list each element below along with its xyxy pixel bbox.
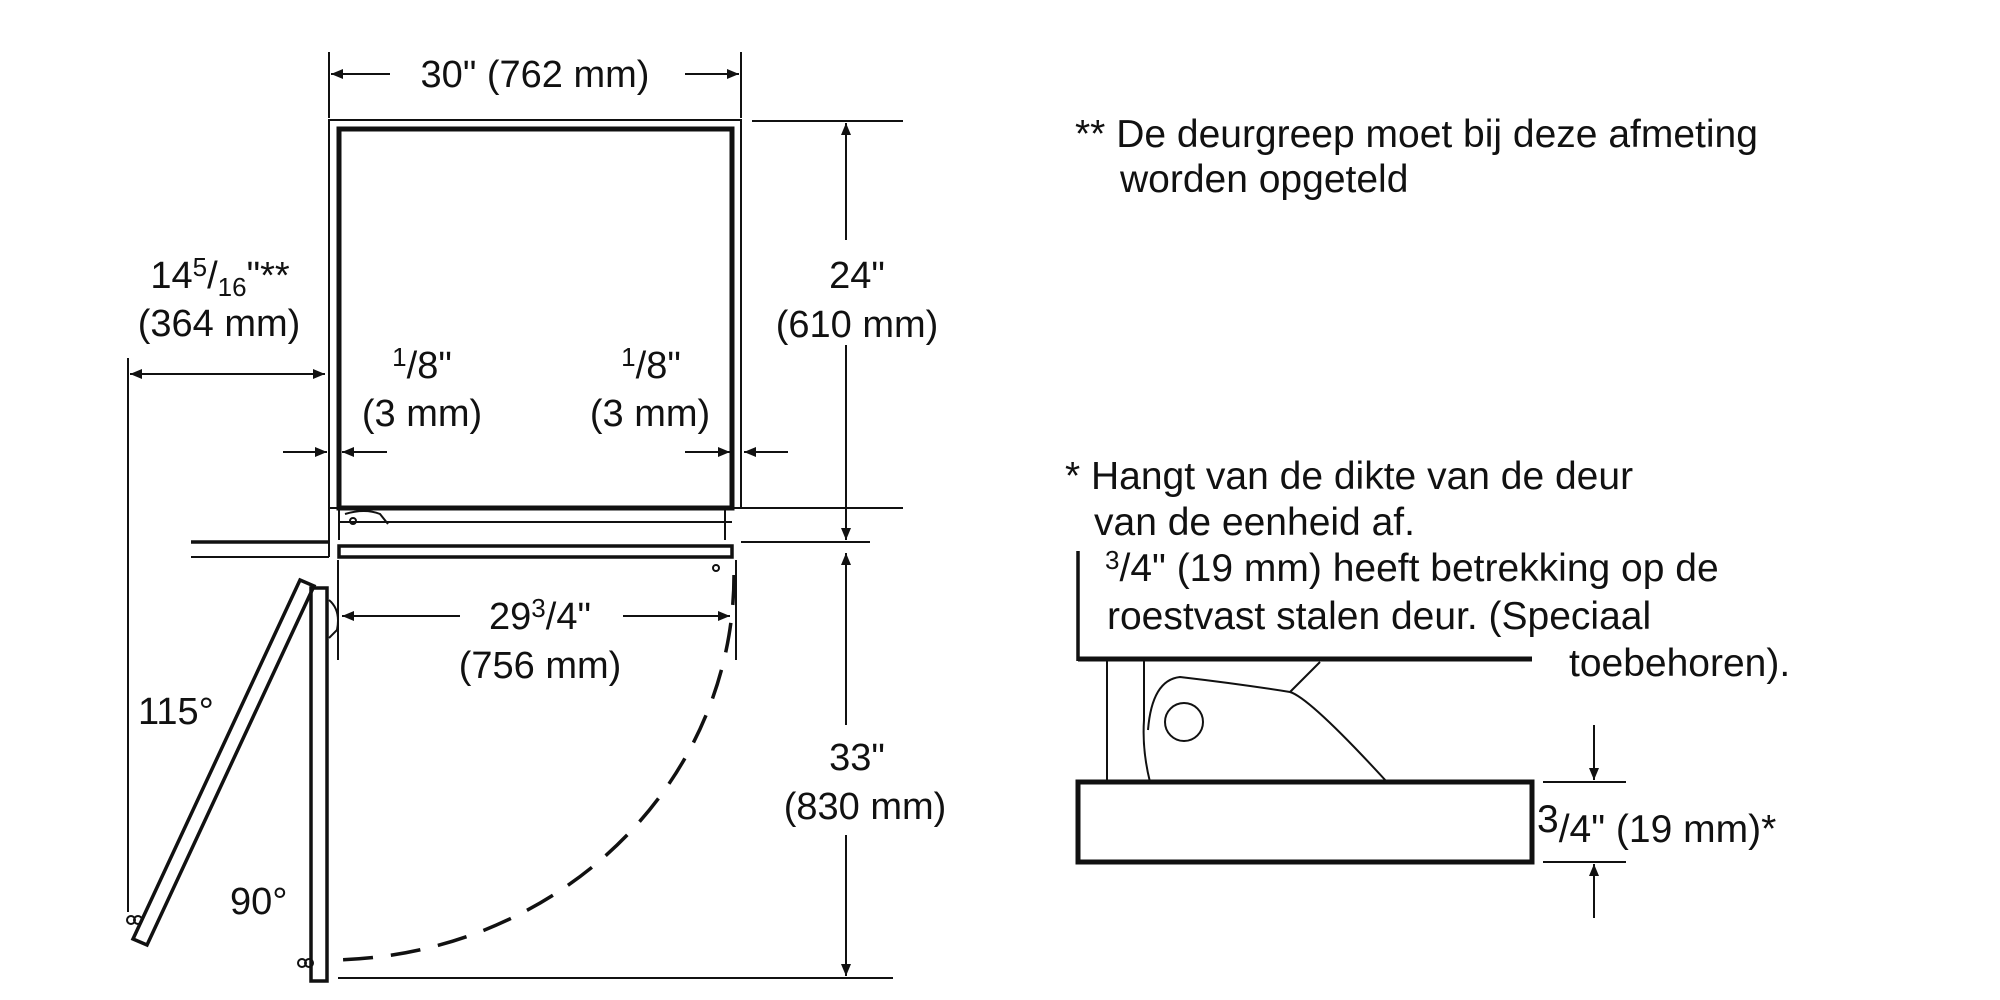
note-handle-line1: ** De deurgreep moet bij deze afmeting [1075,113,1758,156]
door-thickness-label: 3/4" (19 mm)* [1537,798,1776,851]
note-handle: ** De deurgreep moet bij deze afmeting w… [1075,113,1758,201]
dimension-side-clearance: 145/16"** (364 mm) [127,252,325,912]
angle-115-label: 115° [138,691,214,733]
width-total-label: 30" (762 mm) [421,54,650,96]
inner-width-metric: (756 mm) [459,645,622,687]
gap-left-metric: (3 mm) [362,393,482,435]
swing-depth-metric: (830 mm) [784,786,947,828]
hinge-detail: 3/4" (19 mm)* [1075,551,1776,918]
dimension-door-height: 24" (610 mm) [741,120,939,540]
dimension-swing-depth: 33" (830 mm) [338,553,947,979]
door-90-degrees [309,586,329,983]
door-panel [336,126,735,511]
hinge-pin [1164,702,1204,742]
note-thickness-line5: toebehoren). [1569,642,1790,685]
note-thickness-line1: * Hangt van de dikte van de deur [1065,455,1633,498]
dimension-gap-right: 1/8" (3 mm) [590,342,788,457]
dimension-gap-left: 1/8" (3 mm) [283,342,482,457]
angle-90-label: 90° [230,881,287,923]
bottom-rail [337,544,734,559]
cabinet-outline [328,119,742,509]
note-thickness-line2: van de eenheid af. [1094,501,1415,544]
cabinet-front-view [191,119,870,572]
hinge-icon [344,510,389,525]
hinge-bracket [1147,675,1388,783]
inner-width-imperial: 293/4" [489,593,591,638]
side-clearance-imperial: 145/16"** [150,252,290,302]
side-clearance-metric: (364 mm) [138,303,301,345]
door-swing-arc [329,574,736,962]
door-swing: 115° 90° [126,574,736,983]
gap-left-imperial: 1/8" [392,342,452,387]
swing-depth-imperial: 33" [829,737,885,779]
note-thickness-line4: roestvast stalen deur. (Speciaal [1107,595,1651,638]
note-thickness-line3: 3/4" (19 mm) heeft betrekking op de [1105,545,1719,590]
note-door-thickness: * Hangt van de dikte van de deur van de … [1065,455,1790,685]
hinge-icon [328,599,339,639]
door-height-imperial: 24" [829,255,885,297]
gap-right-metric: (3 mm) [590,393,710,435]
dimension-width-total: 30" (762 mm) [328,52,742,118]
door-edge [1075,779,1535,865]
door-height-metric: (610 mm) [776,304,939,346]
gap-right-imperial: 1/8" [621,342,681,387]
note-handle-line2: worden opgeteld [1119,158,1408,201]
dimension-inner-width: 293/4" (756 mm) [337,560,737,687]
door-115-degrees [130,577,317,948]
